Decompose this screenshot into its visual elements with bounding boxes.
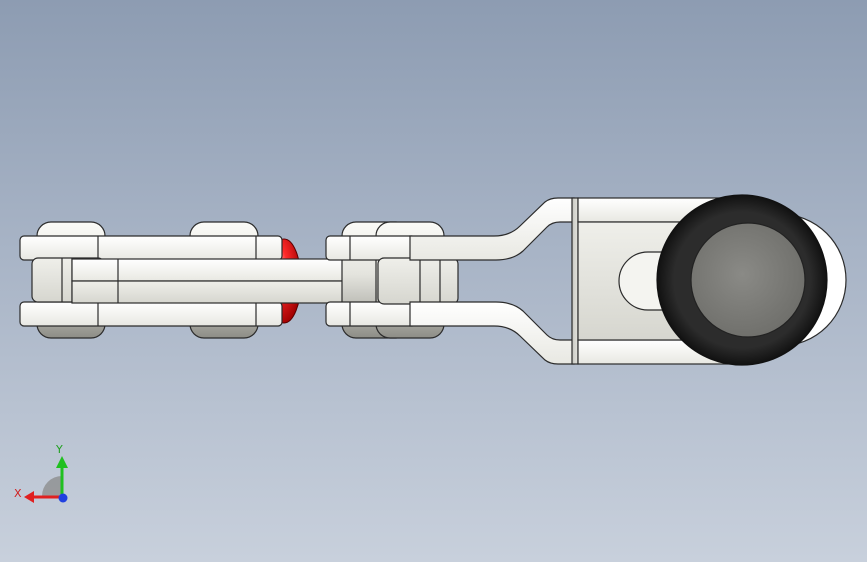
roller-wheel[interactable] xyxy=(656,194,847,366)
triad-plane-shade xyxy=(42,476,62,496)
z-axis-dot xyxy=(58,493,68,503)
x-axis-label: X xyxy=(14,487,22,500)
connecting-bar[interactable] xyxy=(71,258,415,304)
y-axis-label: Y xyxy=(55,443,63,456)
slot-hole xyxy=(618,251,669,311)
x-axis-arrow xyxy=(24,491,62,503)
y-axis-arrow xyxy=(56,456,68,496)
orientation-triad[interactable]: Y X xyxy=(12,438,82,513)
roller-hub xyxy=(690,222,806,338)
